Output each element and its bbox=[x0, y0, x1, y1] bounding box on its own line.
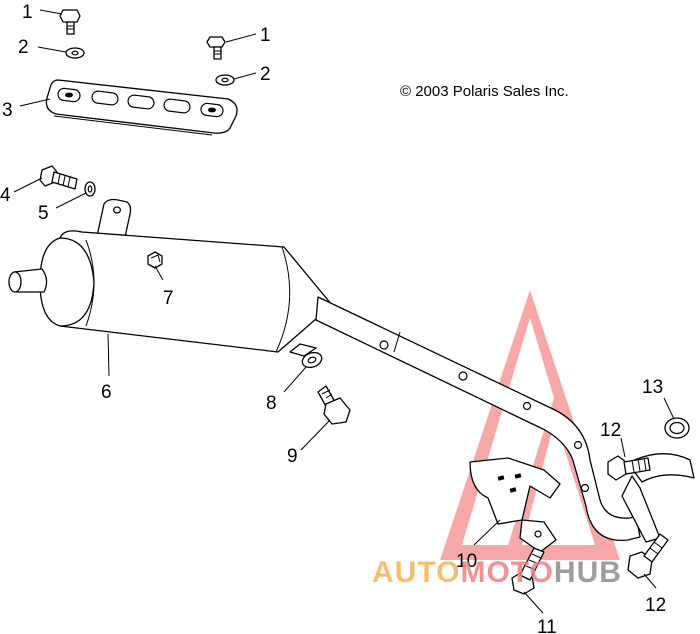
callout-9: 9 bbox=[287, 446, 298, 467]
svg-text:AUTOMOTOHUB: AUTOMOTOHUB bbox=[372, 556, 622, 589]
callout-6: 6 bbox=[101, 382, 112, 403]
watermark-part-1: AUTO bbox=[372, 556, 460, 589]
bolt-9 bbox=[317, 385, 351, 425]
bolt-12-lower bbox=[627, 533, 669, 579]
plug-7 bbox=[147, 251, 163, 269]
callout-13: 13 bbox=[642, 377, 663, 398]
callout-labels: 1 1 2 2 3 4 5 6 7 8 9 10 11 12 12 13 bbox=[0, 2, 666, 634]
callout-2-right: 2 bbox=[260, 64, 271, 85]
bolt-11 bbox=[511, 547, 545, 595]
copyright-text: © 2003 Polaris Sales Inc. bbox=[400, 83, 569, 100]
callout-7: 7 bbox=[163, 288, 174, 309]
watermark-logo: AUTOMOTOHUB bbox=[372, 556, 622, 589]
callout-11: 11 bbox=[537, 617, 557, 634]
bolt-1-right bbox=[206, 36, 226, 60]
callout-2-left: 2 bbox=[18, 37, 29, 58]
bolt-4 bbox=[39, 165, 78, 190]
bolt-12-upper bbox=[607, 455, 651, 481]
washer-2-right bbox=[215, 74, 235, 86]
watermark-part-3: HUB bbox=[554, 556, 622, 589]
washer-8 bbox=[301, 351, 323, 369]
washer-5 bbox=[84, 181, 96, 197]
callout-8: 8 bbox=[266, 393, 277, 414]
bracket-3 bbox=[45, 79, 238, 136]
callout-5: 5 bbox=[38, 203, 49, 224]
bolt-1-left bbox=[59, 9, 81, 35]
bracket-10 bbox=[469, 457, 561, 553]
callout-12-lower: 12 bbox=[645, 595, 666, 616]
callout-3: 3 bbox=[2, 100, 13, 121]
callout-4: 4 bbox=[0, 185, 11, 206]
washer-2-left bbox=[65, 47, 85, 59]
gasket-13 bbox=[664, 417, 690, 439]
callout-1-left: 1 bbox=[22, 2, 33, 23]
callout-1-right: 1 bbox=[260, 25, 271, 46]
callout-12-upper: 12 bbox=[600, 420, 621, 441]
callout-10: 10 bbox=[456, 551, 477, 572]
head-pipe bbox=[315, 296, 695, 543]
watermark-part-2: MOTO bbox=[460, 556, 553, 589]
leader-lines bbox=[13, 9, 675, 614]
muffler-6 bbox=[8, 198, 333, 357]
